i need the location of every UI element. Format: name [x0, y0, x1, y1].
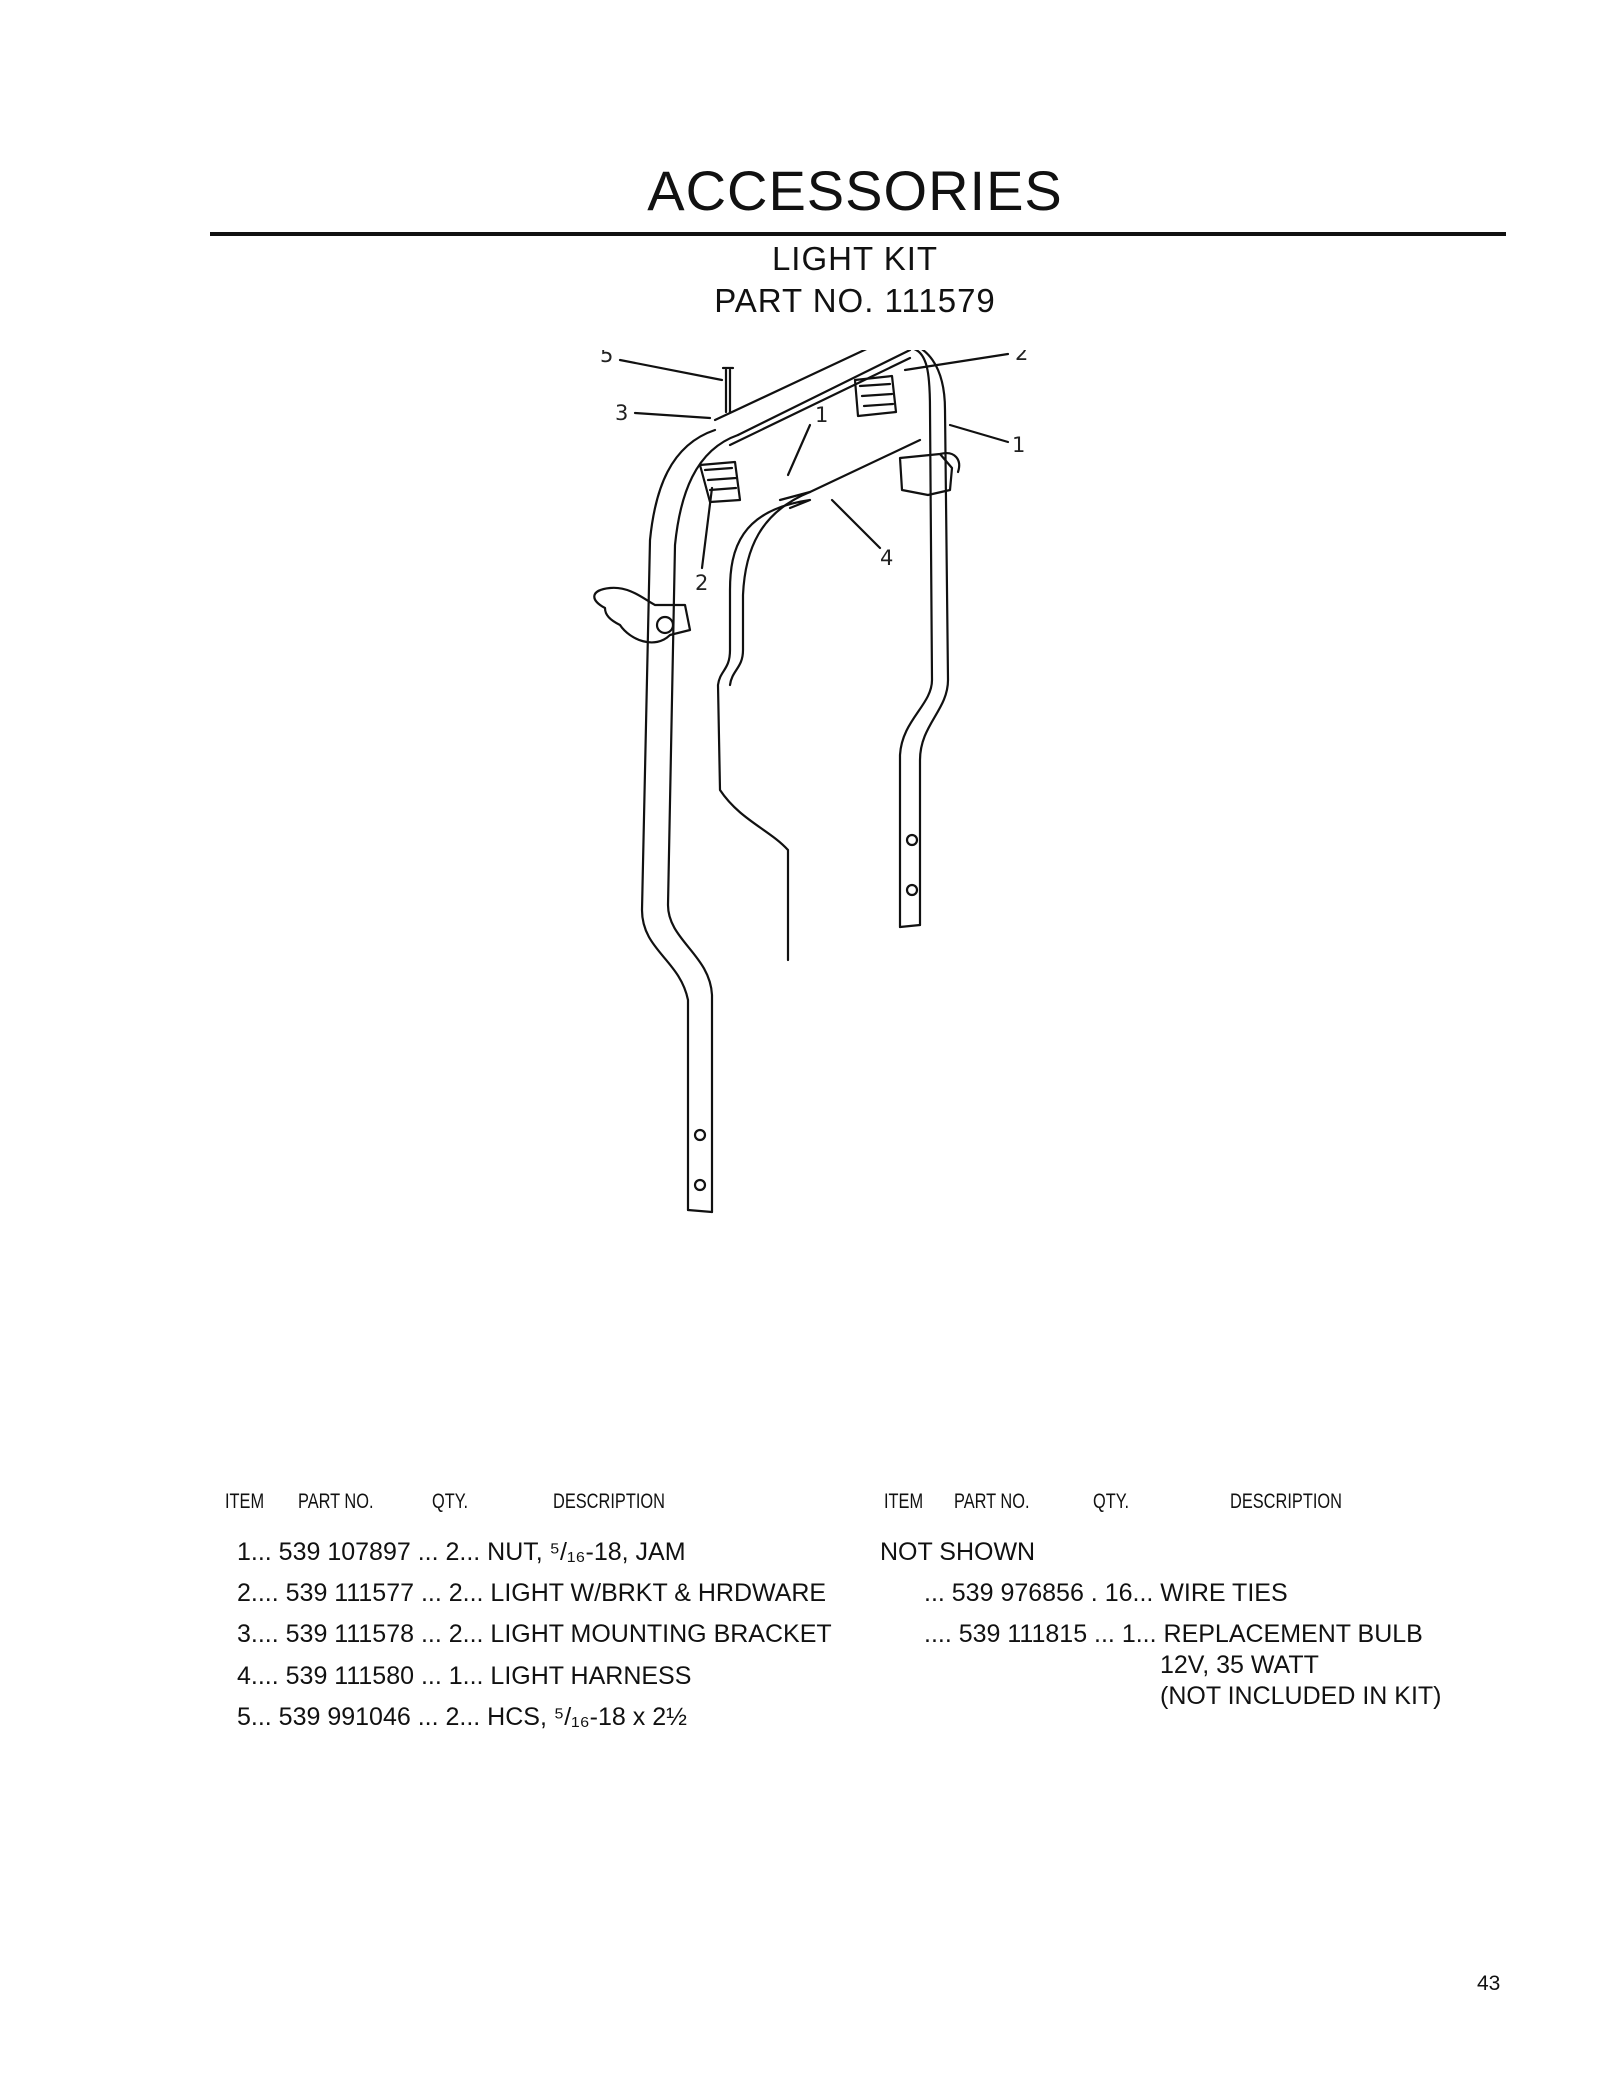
callout-1-mid: 1: [815, 403, 828, 427]
page-title: ACCESSORIES: [647, 159, 1063, 222]
callout-5-left: 5: [600, 350, 613, 367]
kit-part-number: PART NO. 111579: [714, 282, 996, 319]
kit-name: LIGHT KIT: [771, 240, 939, 277]
leader-1-right: [948, 423, 1010, 444]
leader-4: [830, 498, 882, 550]
parts-row: 1... 539 107897 ... 2... NUT, ⁵/₁₆-18, J…: [237, 1538, 686, 1566]
right-light: [853, 374, 898, 418]
header-qty-left: QTY.: [432, 1490, 469, 1513]
bulb-spec: 12V, 35 WATT: [1160, 1651, 1319, 1679]
parts-row: ... 539 976856 . 16... WIRE TIES: [924, 1579, 1288, 1607]
not-shown-label: NOT SHOWN: [880, 1538, 1036, 1566]
right-handle-outer: [918, 350, 950, 927]
bulb-note: (NOT INCLUDED IN KIT): [1160, 1682, 1442, 1710]
bolt-left: [721, 366, 735, 414]
header-item-left: ITEM: [225, 1490, 265, 1513]
leader-2-left: [700, 486, 714, 570]
header-part-no-left: PART NO.: [298, 1490, 374, 1513]
left-handle-outer: [640, 428, 717, 1212]
leader-3-left: [633, 411, 712, 420]
page-number: 43: [1477, 1972, 1501, 1995]
light-kit-diagram: 5 3 2 5 3 1 1 4 2: [593, 350, 1028, 1214]
callout-3-left: 3: [615, 401, 628, 425]
header-qty-right: QTY.: [1093, 1490, 1130, 1513]
callout-4: 4: [880, 546, 893, 570]
cross-bar-top: [713, 350, 867, 422]
header-description-left: DESCRIPTION: [553, 1490, 665, 1513]
callout-1-right: 1: [1012, 433, 1025, 457]
left-light: [698, 460, 742, 504]
leader-5-left: [618, 358, 724, 382]
parts-row: 5... 539 991046 ... 2... HCS, ⁵/₁₆-18 x …: [237, 1703, 687, 1731]
wire-harness: [716, 438, 922, 962]
header-item-right: ITEM: [884, 1490, 924, 1513]
parts-row: 3.... 539 111578 ... 2... LIGHT MOUNTING…: [237, 1620, 832, 1648]
parts-row: 2.... 539 111577 ... 2... LIGHT W/BRKT &…: [237, 1579, 827, 1607]
left-handle-inner: [666, 433, 740, 1214]
parts-row: .... 539 111815 ... 1... REPLACEMENT BUL…: [924, 1620, 1423, 1648]
header-part-no-right: PART NO.: [954, 1490, 1030, 1513]
callout-2-right: 2: [1015, 350, 1028, 365]
parts-row: 4.... 539 111580 ... 1... LIGHT HARNESS: [237, 1662, 692, 1690]
header-description-right: DESCRIPTION: [1230, 1490, 1342, 1513]
left-handle-knob: [593, 586, 692, 644]
leader-2-right: [903, 352, 1010, 372]
leader-1-mid: [786, 423, 812, 477]
title-divider: [210, 232, 1506, 236]
right-handle-knob: [898, 452, 961, 497]
right-handle-inner: [898, 350, 934, 929]
callout-2-left: 2: [695, 571, 708, 595]
